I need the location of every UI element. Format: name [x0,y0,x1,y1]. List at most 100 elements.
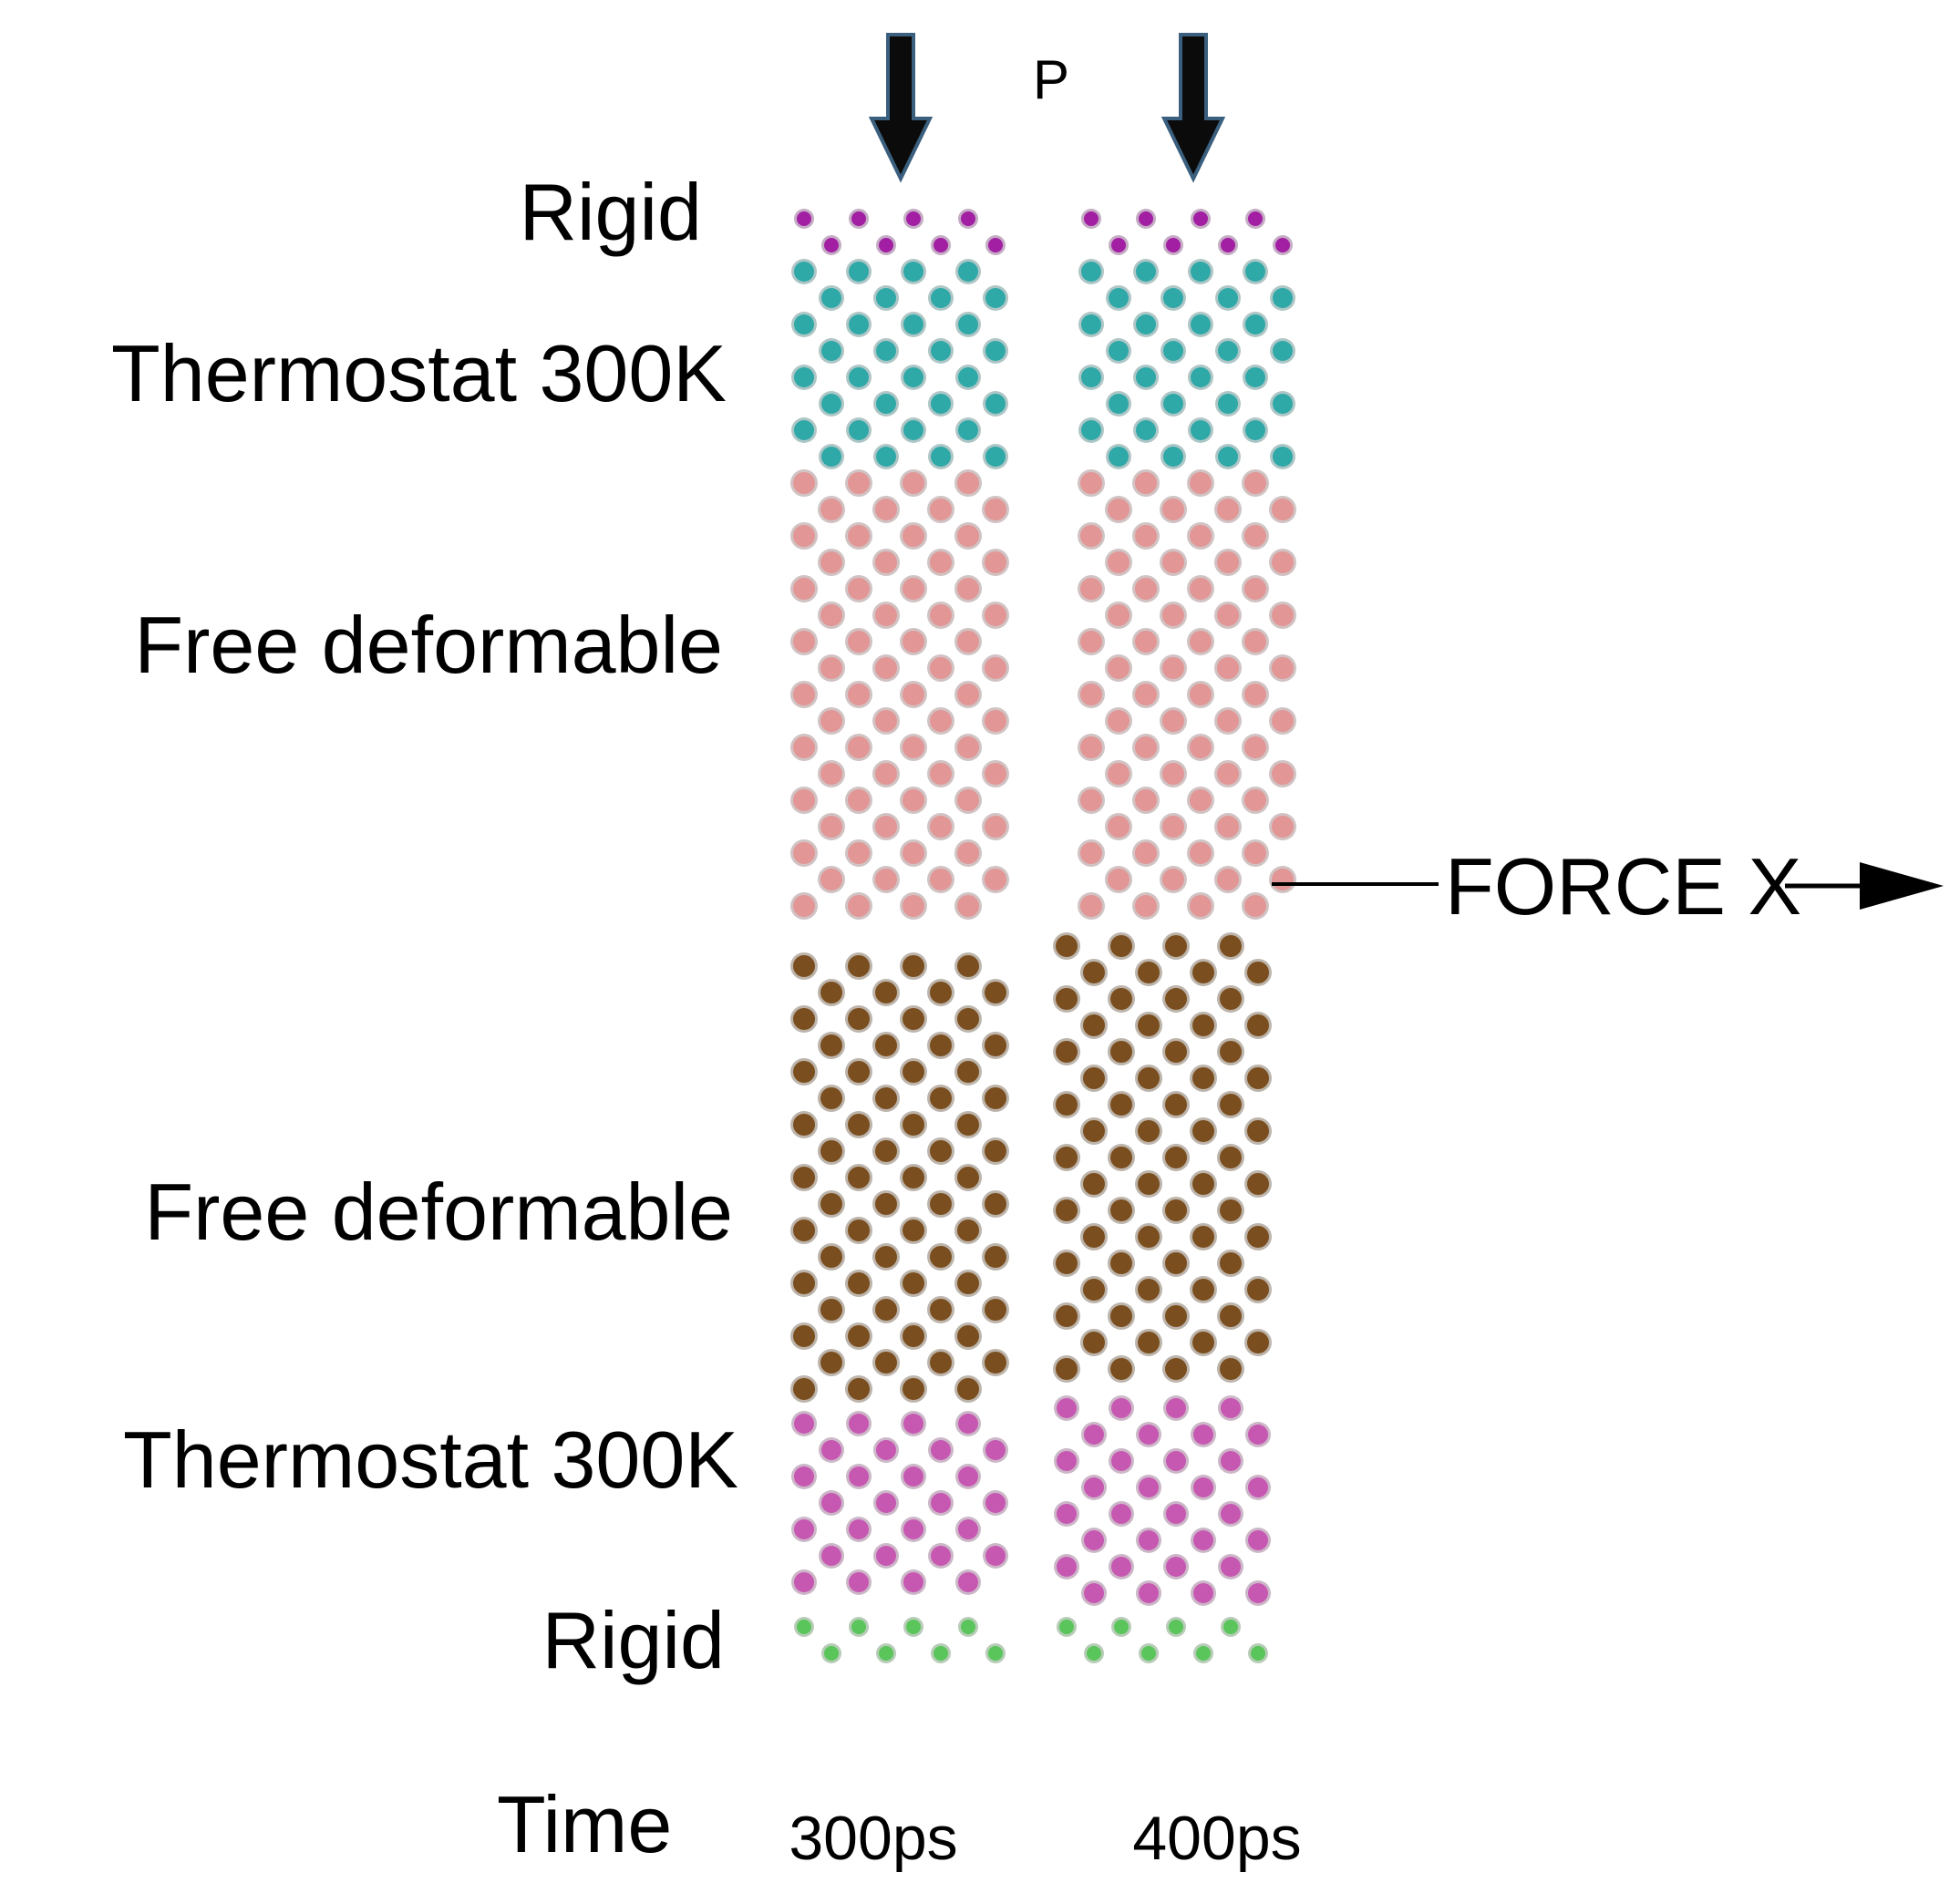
atom-rigid-bottom [797,1620,811,1634]
atom-free-bottom [793,1167,815,1188]
atom-free-bottom [1220,1094,1242,1116]
atom-thermostat-bottom [1193,1477,1213,1497]
atom-thermostat-top [1245,367,1265,387]
atom-free-top [957,684,979,705]
atom-free-bottom [1247,1226,1269,1248]
atom-thermostat-bottom [821,1546,841,1566]
atom-thermostat-top [1081,314,1101,334]
atom-free-top [820,816,842,838]
atom-thermostat-bottom [1248,1425,1268,1445]
atom-free-bottom [875,982,897,1003]
atom-free-top [1108,604,1130,626]
atom-free-bottom [848,1008,870,1030]
atom-thermostat-bottom [876,1440,896,1460]
atom-thermostat-top [1081,262,1101,282]
atom-free-bottom [1165,1305,1187,1327]
atom-free-top [848,842,870,864]
atom-free-bottom [793,1008,815,1030]
atom-free-top [957,472,979,494]
atom-free-top [985,551,1006,573]
atom-free-bottom [957,955,979,977]
atom-thermostat-top [794,262,814,282]
atom-free-top [820,499,842,520]
atom-thermostat-bottom [1193,1530,1213,1550]
atom-thermostat-top [849,367,869,387]
atom-free-bottom [1138,1173,1160,1195]
atom-free-bottom [848,1061,870,1083]
atom-free-top [1272,657,1294,679]
atom-free-top [930,551,952,573]
atom-thermostat-top [821,447,841,467]
atom-free-bottom [1138,1332,1160,1353]
atom-free-bottom [820,1034,842,1056]
atom-free-bottom [903,1008,924,1030]
right-arrow-icon [1860,862,1944,910]
atom-thermostat-top [1109,394,1129,414]
atom-thermostat-bottom [1193,1583,1213,1603]
atom-free-top [793,525,815,547]
atom-thermostat-bottom [849,1414,869,1434]
atom-free-bottom [1056,1147,1078,1168]
atom-free-top [930,657,952,679]
atom-thermostat-bottom [1057,1398,1077,1418]
atom-free-bottom [1220,1147,1242,1168]
atom-thermostat-bottom [958,1414,978,1434]
atom-thermostat-bottom [903,1466,923,1487]
atom-lattice [790,209,1296,1663]
atom-free-bottom [1138,1279,1160,1301]
atom-free-bottom [1110,1358,1132,1380]
atom-free-bottom [903,1325,924,1347]
atom-thermostat-top [876,447,896,467]
atom-free-bottom [903,1219,924,1241]
atom-thermostat-bottom [876,1493,896,1513]
atom-free-top [1190,472,1212,494]
atom-thermostat-bottom [794,1414,814,1434]
atom-free-bottom [1056,1358,1078,1380]
atom-free-bottom [957,1378,979,1400]
atom-free-bottom [848,1114,870,1136]
atom-free-top [903,525,924,547]
atom-free-bottom [1110,1147,1132,1168]
atom-free-top [985,604,1006,626]
atom-free-top [1272,710,1294,732]
atom-free-bottom [1083,1279,1105,1301]
atom-free-top [1244,578,1266,600]
atom-free-bottom [1165,1041,1187,1063]
atom-free-bottom [820,1246,842,1268]
atom-free-top [1217,499,1239,520]
atom-free-top [903,684,924,705]
atom-free-top [1272,499,1294,520]
atom-free-bottom [957,1008,979,1030]
atom-rigid-bottom [1141,1646,1156,1661]
atom-free-top [1108,869,1130,890]
atom-free-top [1080,631,1102,653]
atom-free-bottom [1083,1226,1105,1248]
atom-thermostat-bottom [1166,1557,1186,1577]
atom-thermostat-top [1273,288,1293,308]
atom-free-top [875,816,897,838]
atom-rigid-bottom [851,1620,866,1634]
atom-free-top [1272,763,1294,785]
atom-free-top [848,736,870,758]
atom-free-top [1162,604,1184,626]
atom-rigid-bottom [1059,1620,1074,1634]
atom-thermostat-top [903,262,923,282]
atom-free-top [1244,472,1266,494]
atom-free-top [1190,578,1212,600]
atom-rigid-top [824,238,839,252]
atom-free-bottom [903,1114,924,1136]
atom-thermostat-bottom [931,1546,951,1566]
atom-rigid-top [1139,211,1153,226]
atom-free-top [1080,578,1102,600]
atom-thermostat-bottom [1084,1583,1104,1603]
atom-free-top [1108,551,1130,573]
atom-rigid-bottom [988,1646,1003,1661]
atom-free-top [1272,604,1294,626]
atom-thermostat-top [849,314,869,334]
atom-free-top [875,710,897,732]
atom-free-top [930,869,952,890]
atom-free-bottom [1056,1252,1078,1274]
atom-thermostat-bottom [1084,1425,1104,1445]
atom-thermostat-top [1273,341,1293,361]
atom-thermostat-top [1191,367,1211,387]
